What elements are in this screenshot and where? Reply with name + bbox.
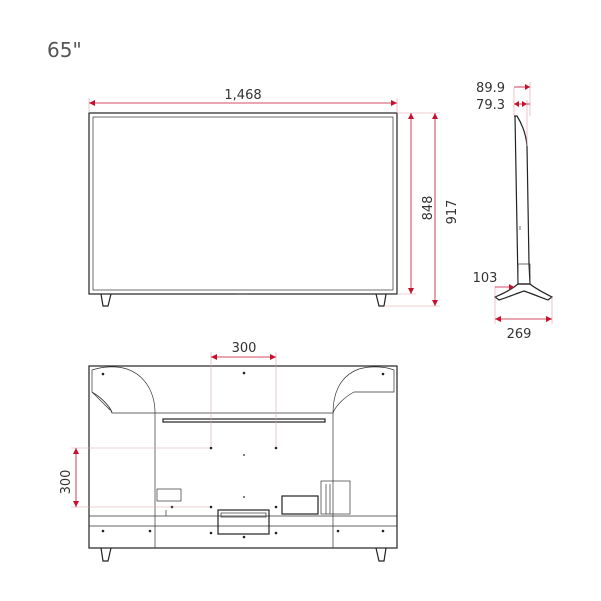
front-view: 1,468 848 917 — [88, 88, 460, 307]
stand-depth-dimension: 269 — [494, 297, 553, 342]
rear-outline — [88, 365, 398, 549]
rear-body-bulge — [91, 366, 395, 548]
front-bezel — [88, 112, 398, 295]
height-total-label: 917 — [445, 200, 460, 225]
side-stand-neck — [517, 263, 531, 285]
stand-height-label: 103 — [473, 271, 498, 286]
vesa-horizontal-dimension: 300 — [210, 341, 277, 446]
rear-port-block — [281, 495, 319, 515]
rear-vent-slot — [162, 418, 326, 423]
vesa-vertical-dimension: 300 — [59, 447, 209, 508]
rear-screw-holes — [101, 371, 385, 539]
rear-foot-right — [375, 547, 387, 562]
depth-panel-dimension: 79.3 — [476, 98, 530, 146]
depth-top-label: 89.9 — [476, 81, 505, 96]
height-panel-label: 848 — [421, 196, 436, 221]
rear-label-plate — [156, 488, 182, 502]
vesa-horizontal-label: 300 — [232, 341, 257, 356]
front-foot-right — [375, 293, 387, 307]
rear-stand-bracket — [217, 509, 270, 535]
side-view: 89.9 79.3 103 269 — [473, 81, 554, 342]
height-panel-dimension: 848 — [397, 112, 440, 295]
depth-top-dimension: 89.9 — [476, 81, 531, 116]
rear-view: 300 300 — [59, 341, 398, 562]
rear-power-module — [320, 480, 351, 515]
height-total-dimension: 917 — [384, 113, 460, 307]
stand-height-dimension: 103 — [473, 271, 514, 300]
width-label: 1,468 — [224, 88, 261, 103]
side-panel — [514, 115, 531, 285]
front-foot-left — [100, 293, 112, 307]
front-screen — [92, 116, 394, 291]
width-dimension: 1,468 — [88, 88, 398, 113]
rear-foot-left — [100, 547, 112, 562]
model-size-title: 65" — [47, 38, 82, 62]
side-stand-base — [493, 283, 554, 301]
depth-panel-label: 79.3 — [476, 98, 505, 113]
vesa-vertical-label: 300 — [59, 470, 74, 495]
stand-depth-label: 269 — [507, 327, 532, 342]
